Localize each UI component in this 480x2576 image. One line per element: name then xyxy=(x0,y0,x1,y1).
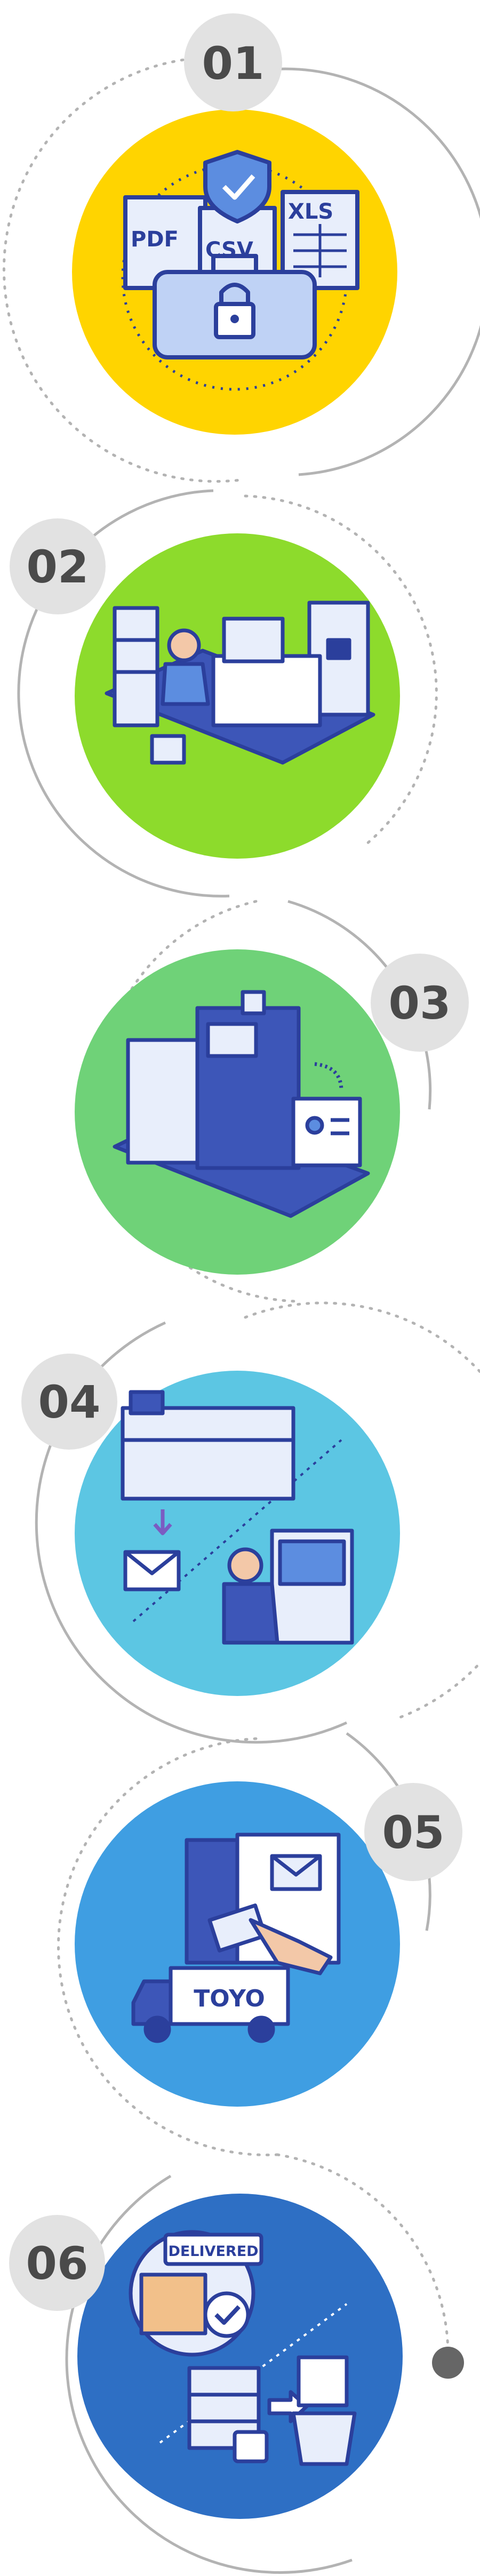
step-01-illustration xyxy=(121,150,359,391)
step-04: 04 xyxy=(21,1354,400,1696)
step-02-number: 02 xyxy=(27,541,89,593)
csv-label: CSV xyxy=(205,238,253,262)
step-01-number: 01 xyxy=(202,37,265,90)
parcel-icon xyxy=(139,2273,207,2335)
step-02: 02 xyxy=(10,518,400,859)
step-04-number: 04 xyxy=(38,1376,101,1428)
connector-ring-1-right xyxy=(271,67,480,476)
step-04-badge xyxy=(21,1354,117,1450)
truck-label: TOYO xyxy=(194,1985,265,2012)
box-icon xyxy=(150,734,186,765)
monitor-shield-icon xyxy=(222,617,285,663)
handed-envelope-icon xyxy=(207,1903,267,1953)
connector-ring-2-left xyxy=(17,489,230,898)
worker-icon xyxy=(167,628,201,662)
step-06-number: 06 xyxy=(26,2237,89,2290)
step-05-badge xyxy=(364,1783,462,1881)
delivered-label: DELIVERED xyxy=(168,2243,258,2260)
connector-ring-2-right xyxy=(244,494,438,844)
step-03-badge xyxy=(371,954,469,1052)
end-dot xyxy=(432,2347,464,2379)
connector-ring-3-left xyxy=(98,900,300,1303)
connector-ring-6-right xyxy=(276,2153,450,2359)
shield-check-icon xyxy=(203,150,271,223)
connector-ring-5-left xyxy=(57,1737,279,2156)
step-06: DELIVERED 06 xyxy=(9,2194,403,2519)
step-05: TOYO 05 xyxy=(75,1781,462,2107)
step-02-badge xyxy=(10,518,106,614)
step-01: PDF CSV XLS 01 xyxy=(72,13,397,435)
step-06-illustration xyxy=(129,2230,357,2466)
step-05-illustration xyxy=(131,1833,341,2043)
step-02-illustration xyxy=(105,601,375,765)
step-03-number: 03 xyxy=(389,977,451,1029)
pdf-label: PDF xyxy=(131,227,179,252)
down-arrow-icon xyxy=(153,1509,172,1535)
shelf-icon xyxy=(113,606,159,727)
step-05-number: 05 xyxy=(382,1806,445,1859)
step-01-badge xyxy=(184,13,282,111)
printed-card-icon xyxy=(291,1097,362,1167)
check-badge-icon xyxy=(203,2291,250,2338)
step-03: 03 xyxy=(75,949,469,1275)
lock-icon xyxy=(233,2430,269,2463)
step-03-illustration xyxy=(113,990,370,1218)
xls-label: XLS xyxy=(288,199,333,224)
operator-icon xyxy=(227,1547,263,1583)
arrow-icon xyxy=(314,1062,343,1091)
step-04-illustration xyxy=(121,1390,354,1645)
step-06-badge xyxy=(9,2215,105,2311)
shred-document-icon xyxy=(297,2355,349,2407)
print-machine-left xyxy=(126,1038,205,1165)
hand-icon xyxy=(249,1918,333,1975)
delivered-tag xyxy=(163,2233,263,2266)
sorting-machine-icon xyxy=(121,1406,295,1501)
desk-icon xyxy=(211,654,322,727)
shredder-bin-icon xyxy=(291,2411,357,2466)
